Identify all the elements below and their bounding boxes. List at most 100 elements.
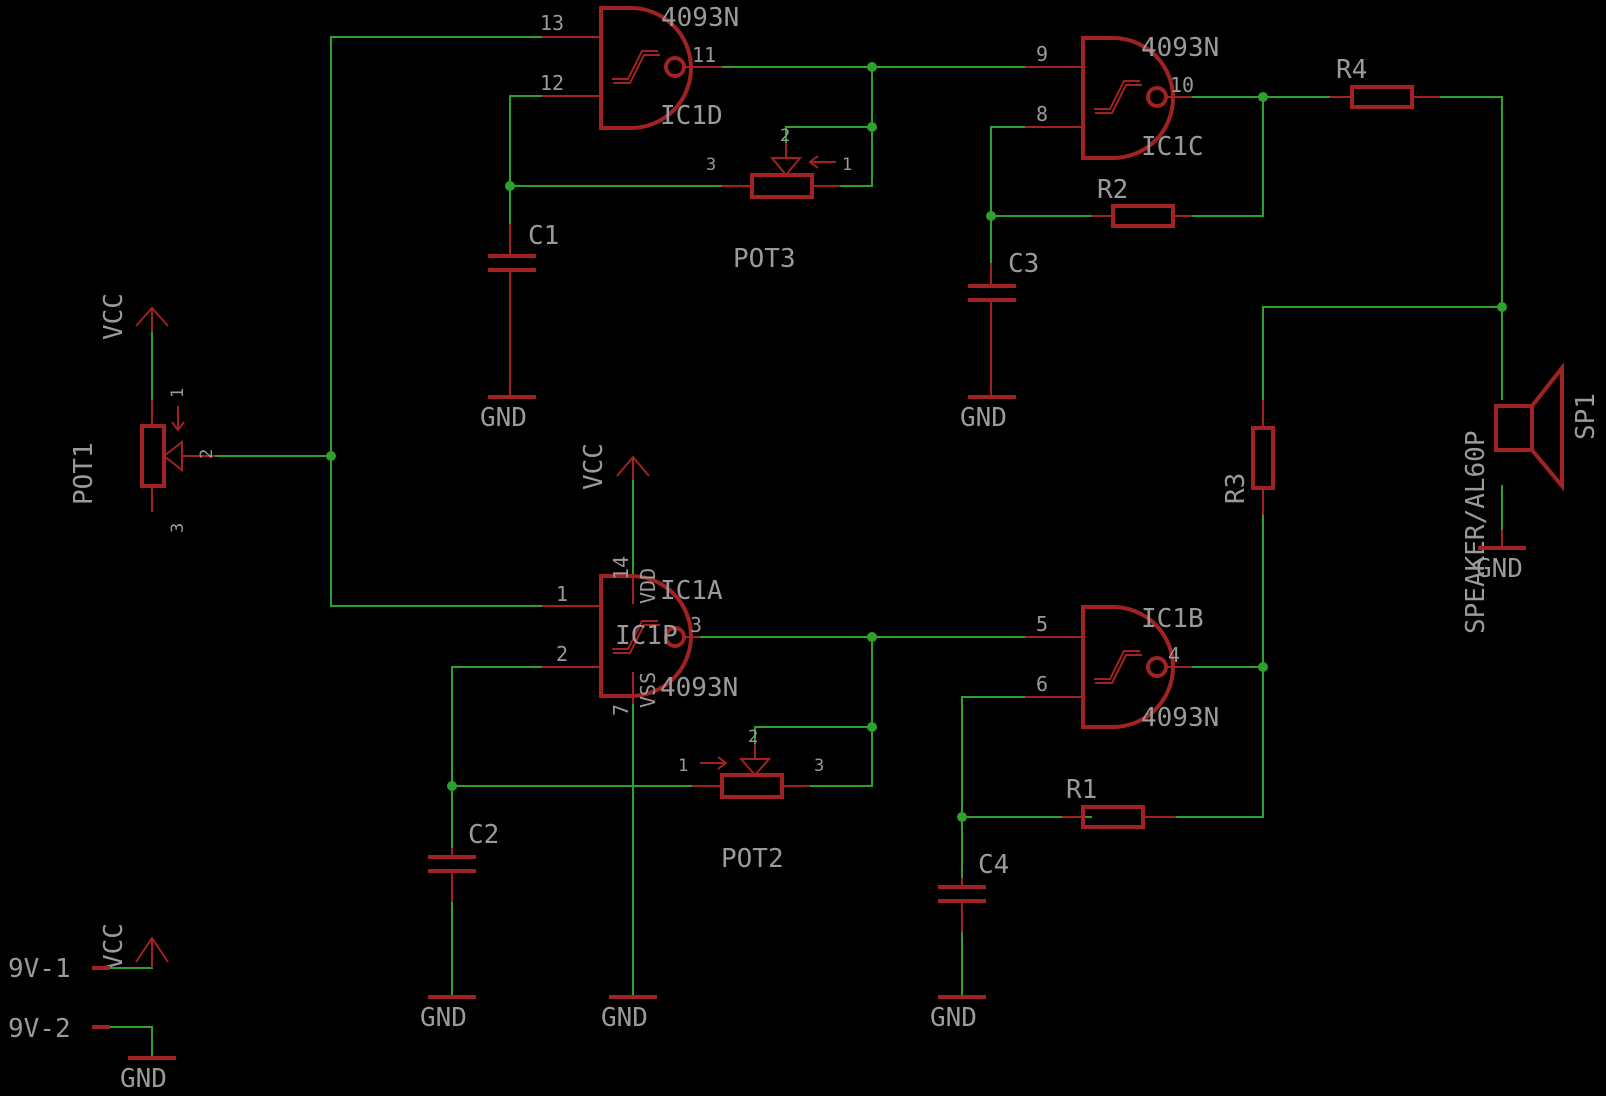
gnd-symbol: GND — [601, 995, 657, 1033]
speaker-sp1[interactable]: SP1 SPEAKER/AL60P — [1461, 362, 1601, 635]
wire-ic1c-in8 — [990, 97, 1264, 395]
pin-label: 1 — [556, 582, 568, 606]
battery-connector[interactable]: 9V-1 9V-2 — [8, 954, 110, 1044]
schmitt-symbol-icon — [1094, 650, 1142, 684]
junction-dot — [1258, 662, 1268, 672]
capacitor-c1[interactable]: C1 — [488, 221, 559, 290]
resistor-body — [1111, 204, 1175, 228]
pin-label: 5 — [1036, 612, 1048, 636]
vcc-arrow-icon — [616, 455, 650, 480]
resistor-r1[interactable]: R1 — [1062, 775, 1176, 829]
gate-ic1b[interactable]: 5 6 4 IC1B 4093N — [1025, 604, 1219, 733]
gnd-symbol: GND — [960, 322, 1016, 433]
gate-name: IC1D — [660, 101, 723, 131]
speaker-name: SP1 — [1571, 393, 1601, 440]
gate-ic1d[interactable]: 13 12 11 4093N IC1D — [540, 3, 739, 131]
pin-label: 2 — [556, 642, 568, 666]
vcc-label: VCC — [99, 293, 129, 340]
pin-label: 3 — [814, 756, 824, 776]
gate-name: IC1A — [660, 576, 723, 606]
potentiometer-pot3[interactable]: 2 1 3 POT3 — [706, 126, 852, 274]
pot-label: POT3 — [733, 244, 796, 274]
schmitt-symbol-icon — [612, 620, 660, 654]
schmitt-symbol-icon — [612, 50, 660, 84]
pin-label: 3 — [706, 155, 716, 175]
inverter-bubble — [1146, 656, 1168, 678]
junction-dot — [505, 181, 515, 191]
gate-ic1c[interactable]: 9 8 10 4093N IC1C — [1025, 33, 1219, 162]
speaker-cone-icon — [1530, 362, 1564, 492]
junction-dot — [1258, 92, 1268, 102]
gate-name: IC1B — [1141, 604, 1204, 634]
gnd-label: GND — [480, 403, 527, 433]
resistor-label: R2 — [1097, 175, 1128, 205]
battery-label-1: 9V-1 — [8, 954, 71, 984]
power-unit-name: IC1P — [615, 621, 678, 651]
wire-pot3-feedback — [785, 67, 873, 187]
gate-name: IC1C — [1141, 132, 1204, 162]
pin-label: 6 — [1036, 672, 1048, 696]
resistor-label: R3 — [1221, 473, 1251, 504]
gnd-symbol: GND — [480, 290, 536, 433]
wires — [110, 36, 1503, 1056]
pin-label: 2 — [748, 727, 758, 747]
wire-ic1b-in6 — [961, 696, 1025, 995]
wire-r3-top — [1262, 306, 1502, 400]
wiper-arrow-icon — [738, 758, 772, 777]
resistor-label: R1 — [1066, 775, 1097, 805]
resistor-body — [1350, 85, 1414, 109]
speaker-value: SPEAKER/AL60P — [1461, 431, 1491, 635]
pin-label: 7 — [609, 704, 633, 716]
pin-label: 8 — [1036, 102, 1048, 126]
junction-dot — [957, 812, 967, 822]
capacitor-c4[interactable]: C4 — [938, 850, 1009, 932]
pot-body — [140, 424, 166, 488]
pin-label: VDD — [636, 568, 660, 604]
nand-gate-body — [599, 574, 693, 698]
gate-value: 4093N — [1141, 33, 1219, 63]
vcc-label: VCC — [579, 443, 609, 490]
pin-label: 1 — [678, 756, 688, 776]
gate-ic1a[interactable]: 1 2 3 IC1A 4093N IC1P 14 VDD VSS 7 — [542, 556, 738, 716]
pin-label: 3 — [690, 613, 702, 637]
junction-dot — [867, 62, 877, 72]
junction-dot — [326, 451, 336, 461]
gnd-label: GND — [420, 1003, 467, 1033]
pin-label: 2 — [780, 126, 790, 146]
resistor-r2[interactable]: R2 — [1092, 175, 1192, 228]
pin-label: 1 — [168, 388, 188, 398]
vcc-arrow-icon — [135, 936, 169, 968]
vcc-arrow-icon — [135, 306, 169, 332]
inverter-bubble — [664, 56, 686, 78]
adjust-arrow-icon — [171, 406, 185, 432]
junctions — [326, 62, 1507, 822]
vcc-symbol-pot1: VCC — [99, 293, 169, 340]
capacitor-c3[interactable]: C3 — [968, 249, 1039, 322]
nand-gate-body — [1081, 36, 1175, 160]
pot-body — [720, 773, 784, 799]
pin-label: 1 — [842, 155, 852, 175]
pot-label: POT1 — [69, 442, 99, 505]
gnd-label: GND — [1476, 554, 1523, 584]
capacitor-c2[interactable]: C2 — [428, 820, 499, 902]
battery-label-2: 9V-2 — [8, 1014, 71, 1044]
resistor-r4[interactable]: R4 — [1330, 55, 1440, 109]
resistor-r3[interactable]: R3 — [1221, 400, 1275, 515]
nand-gate-body — [599, 6, 693, 130]
gate-value: 4093N — [660, 673, 738, 703]
junction-dot — [867, 722, 877, 732]
pin-label: 13 — [540, 11, 564, 35]
potentiometer-pot2[interactable]: 2 1 3 POT2 — [678, 727, 824, 874]
capacitor-label: C3 — [1008, 249, 1039, 279]
potentiometer-pot1[interactable]: 1 2 3 POT1 — [69, 388, 217, 533]
gate-value: 4093N — [1141, 703, 1219, 733]
pin-label: 4 — [1168, 643, 1180, 667]
resistor-label: R4 — [1336, 55, 1367, 85]
vcc-label: VCC — [99, 923, 129, 970]
gate-value: 4093N — [661, 3, 739, 33]
gnd-label: GND — [120, 1064, 167, 1094]
gnd-label: GND — [601, 1003, 648, 1033]
junction-dot — [1497, 302, 1507, 312]
junction-dot — [867, 122, 877, 132]
